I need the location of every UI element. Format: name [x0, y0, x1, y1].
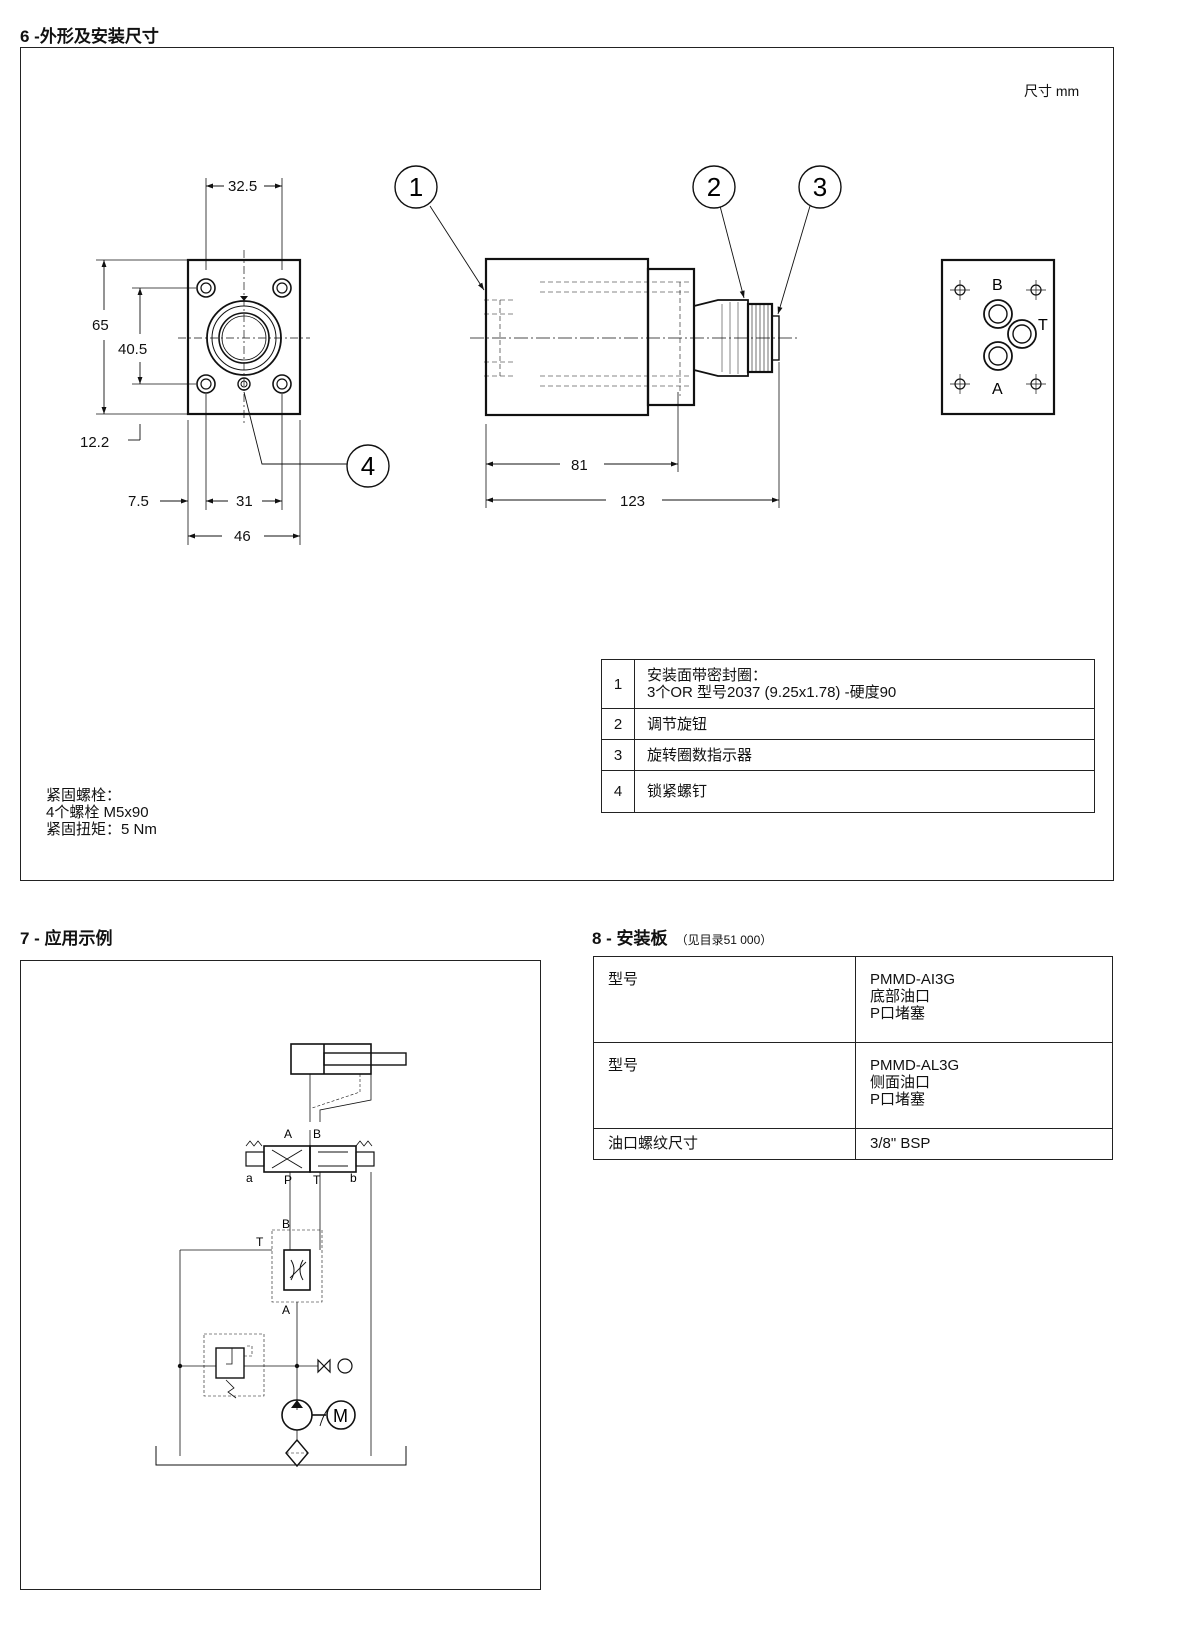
subplate-row: 型号 PMMD-AI3G 底部油口 P口堵塞: [593, 956, 1113, 1043]
part-description: 调节旋钮: [634, 708, 1095, 740]
motor-label: M: [333, 1406, 348, 1426]
port-label-t: T: [1038, 317, 1048, 334]
parts-row: 3 旋转圈数指示器: [601, 739, 1095, 771]
parts-row: 1 安装面带密封圈： 3个OR 型号2037 (9.25x1.78) -硬度90: [601, 659, 1095, 709]
section7-title: 7 - 应用示例: [20, 929, 113, 948]
dim-31: 31: [236, 493, 253, 510]
dim-12-2: 12.2: [80, 434, 109, 451]
valve-port-p: P: [284, 1173, 292, 1187]
callout-balloons: [346, 165, 842, 488]
part-number: 3: [601, 739, 635, 771]
subplate-note: P口堵塞: [870, 1005, 926, 1022]
subplate-table: 型号 PMMD-AI3G 底部油口 P口堵塞 型号 PMMD-AL3G 侧面油口…: [593, 956, 1113, 1160]
dim-40-5: 40.5: [118, 341, 147, 358]
valve-port-b: B: [313, 1127, 321, 1141]
port-label-b: B: [992, 277, 1003, 294]
dim-32-5: 32.5: [228, 178, 257, 195]
dim-81: 81: [571, 457, 588, 474]
part-description-line: 3个OR 型号2037 (9.25x1.78) -硬度90: [647, 684, 897, 701]
port-label-a: A: [992, 381, 1003, 398]
subplate-note: P口堵塞: [870, 1091, 926, 1108]
part-number: 4: [601, 770, 635, 813]
part-number: 1: [601, 659, 635, 709]
subplate-value: PMMD-AI3G 底部油口 P口堵塞: [855, 956, 1113, 1043]
callout-2: 2: [707, 172, 721, 202]
unit-label: 尺寸 mm: [1024, 83, 1080, 99]
bolts-note-line: 4个螺栓 M5x90: [46, 804, 149, 821]
subplate-ports: 底部油口: [870, 988, 931, 1005]
part-description-line: 安装面带密封圈：: [647, 667, 768, 684]
dim-46: 46: [234, 528, 251, 545]
subplate-model: PMMD-AL3G: [870, 1057, 960, 1074]
mounting-surface-view: [940, 258, 1056, 416]
callout-1: 1: [409, 172, 423, 202]
flow-port-a: A: [282, 1303, 290, 1317]
subplate-label: 型号: [593, 956, 856, 1043]
section8-title-text: 8 - 安装板: [592, 929, 668, 948]
part-description: 旋转圈数指示器: [634, 739, 1095, 771]
dimension-drawing: 32.5 65 40.5 12.2 7.5 31 46: [80, 165, 1056, 545]
dim-123: 123: [620, 493, 645, 510]
section8-subtitle: （见目录51 000）: [675, 933, 773, 947]
valve-port-a: A: [284, 1127, 292, 1141]
parts-list-table: 1 安装面带密封圈： 3个OR 型号2037 (9.25x1.78) -硬度90…: [601, 659, 1095, 813]
side-view: [429, 205, 811, 508]
bolts-note-line: 紧固螺栓：: [46, 787, 122, 804]
part-description: 锁紧螺钉: [634, 770, 1095, 813]
valve-port-t: T: [313, 1173, 321, 1187]
dimension-drawing-frame: [20, 47, 1114, 881]
subplate-value: 3/8" BSP: [855, 1128, 1113, 1160]
flow-port-t: T: [256, 1235, 264, 1249]
subplate-row: 油口螺纹尺寸 3/8" BSP: [593, 1128, 1113, 1160]
parts-row: 4 锁紧螺钉: [601, 770, 1095, 813]
subplate-row: 型号 PMMD-AL3G 侧面油口 P口堵塞: [593, 1042, 1113, 1129]
hydraulic-circuit-diagram: A B a P T b B T A M: [155, 1043, 407, 1468]
part-number: 2: [601, 708, 635, 740]
front-view: [96, 178, 348, 545]
solenoid-a-label: a: [246, 1171, 253, 1185]
subplate-label: 油口螺纹尺寸: [593, 1128, 856, 1160]
dim-65: 65: [92, 317, 109, 334]
hydraulic-circuit-frame: [20, 960, 541, 1590]
callout-3: 3: [813, 172, 827, 202]
subplate-label: 型号: [593, 1042, 856, 1129]
parts-row: 2 调节旋钮: [601, 708, 1095, 740]
subplate-ports: 侧面油口: [870, 1074, 931, 1091]
subplate-model: PMMD-AI3G: [870, 971, 956, 988]
dim-7-5: 7.5: [128, 493, 149, 510]
subplate-value: PMMD-AL3G 侧面油口 P口堵塞: [855, 1042, 1113, 1129]
solenoid-b-label: b: [350, 1171, 357, 1185]
callout-4: 4: [361, 451, 375, 481]
part-description: 安装面带密封圈： 3个OR 型号2037 (9.25x1.78) -硬度90: [634, 659, 1095, 709]
bolts-note: 紧固螺栓： 4个螺栓 M5x90 紧固扭矩：5 Nm: [46, 787, 157, 838]
section8-title: 8 - 安装板 （见目录51 000）: [592, 924, 772, 949]
section6-title: 6 -外形及安装尺寸: [20, 27, 159, 46]
bolts-note-line: 紧固扭矩：5 Nm: [46, 821, 157, 838]
flow-port-b: B: [282, 1217, 290, 1231]
